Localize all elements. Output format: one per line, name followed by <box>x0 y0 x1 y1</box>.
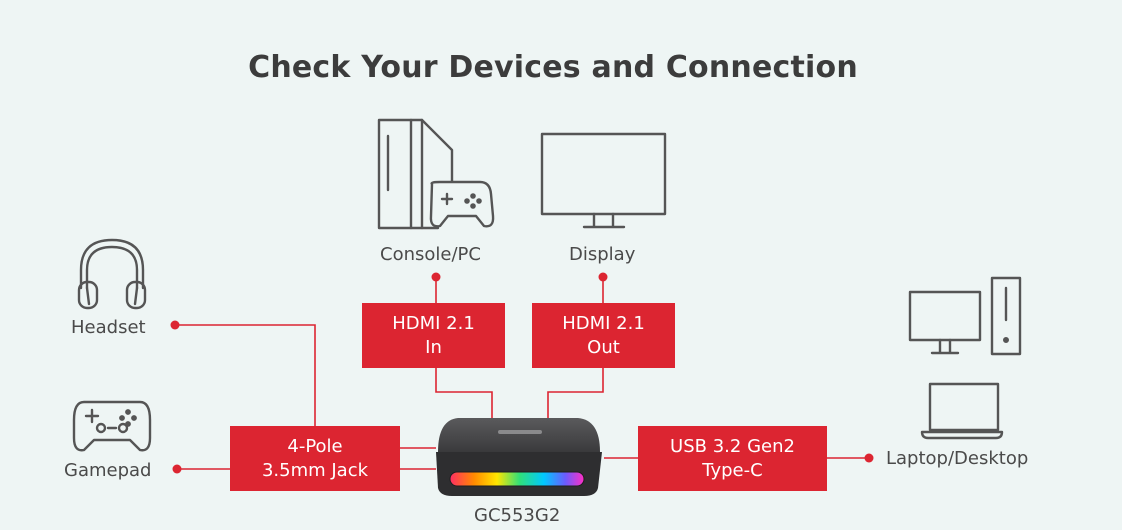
laptop-desktop-label: Laptop/Desktop <box>886 448 1029 469</box>
laptop-connector-dot <box>864 453 874 463</box>
hdmi-out-port: HDMI 2.1 Out <box>532 303 675 368</box>
hdmi-out-line2: Out <box>587 336 620 358</box>
hdmi-in-line1: HDMI 2.1 <box>392 312 475 334</box>
display-connector-dot <box>598 272 608 282</box>
hdmi-in-port: HDMI 2.1 In <box>362 303 505 368</box>
console-pc-icon <box>377 118 495 230</box>
headset-connector-dot <box>170 320 180 330</box>
headset-icon <box>77 238 147 310</box>
gamepad-icon <box>72 400 152 452</box>
console-pc-label: Console/PC <box>380 244 481 265</box>
headset-label: Headset <box>71 317 146 338</box>
capture-card-label: GC553G2 <box>474 505 561 526</box>
desktop-icon <box>908 276 1022 356</box>
laptop-icon <box>920 382 1004 440</box>
console-connector-dot <box>431 272 441 282</box>
hdmi-in-line2: In <box>425 336 442 358</box>
gamepad-label: Gamepad <box>64 460 152 481</box>
usb-port: USB 3.2 Gen2 Type-C <box>638 426 827 491</box>
audio-jack-line2: 3.5mm Jack <box>261 459 369 481</box>
usb-line2: Type-C <box>702 459 763 481</box>
capture-card-device <box>436 418 602 496</box>
gamepad-connector-dot <box>172 464 182 474</box>
audio-jack-line1: 4-Pole <box>287 435 343 457</box>
display-icon <box>540 132 667 229</box>
usb-line1: USB 3.2 Gen2 <box>670 435 795 457</box>
display-label: Display <box>569 244 636 265</box>
audio-jack-port: 4-Pole 3.5mm Jack <box>230 426 400 491</box>
page-title: Check Your Devices and Connection <box>248 50 858 85</box>
hdmi-out-line1: HDMI 2.1 <box>562 312 645 334</box>
